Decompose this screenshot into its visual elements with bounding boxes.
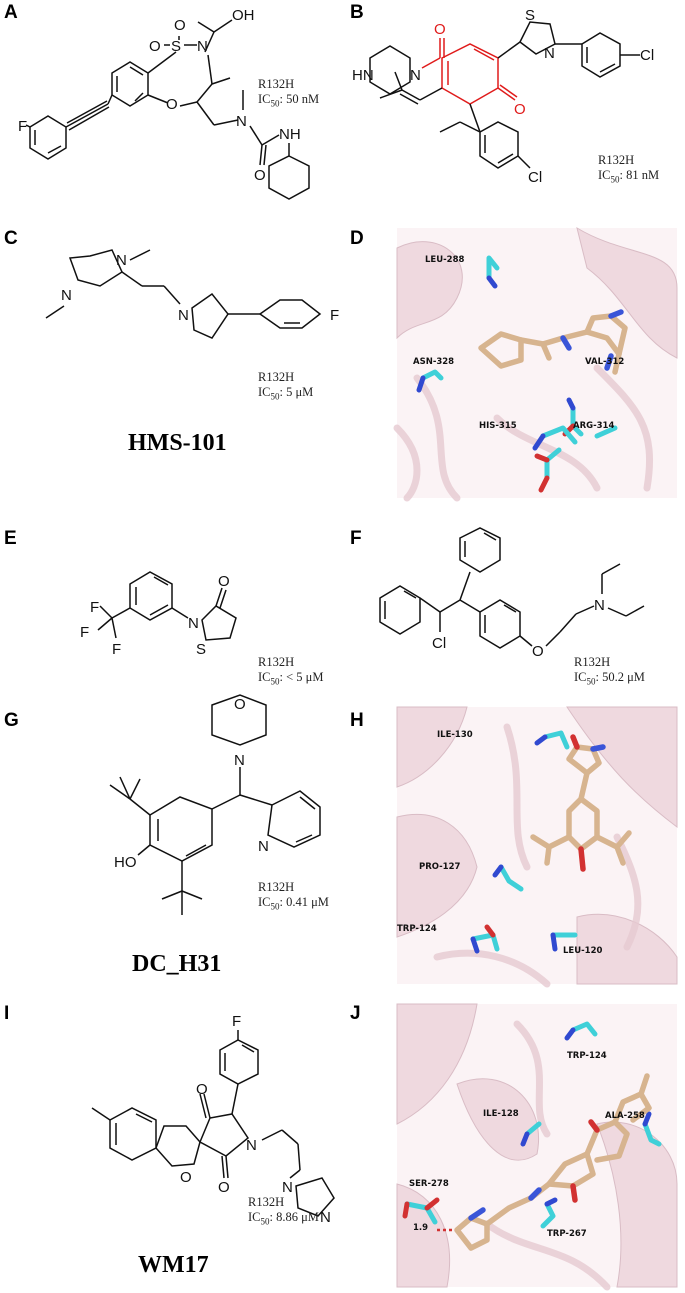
atom-ho: HO: [114, 854, 137, 871]
atom-n: N: [188, 615, 199, 632]
atom-n2: N: [236, 113, 247, 130]
atom-oh: OH: [232, 7, 255, 24]
atom-n2: N: [258, 838, 269, 855]
atom-n1: N: [197, 38, 208, 55]
atom-hn: HN: [352, 67, 374, 84]
ic50-note-g: R132H IC50: 0.41 μM: [258, 880, 329, 912]
atom-f3: F: [112, 641, 121, 658]
residue-label: LEU-288: [425, 255, 464, 265]
ic50-note-i: R132H IC50: 8.86 μM: [248, 1195, 319, 1227]
docking-view-h: ILE-130 PRO-127 TRP-124 LEU-120: [396, 706, 678, 988]
panel-label-i: I: [4, 1003, 10, 1024]
atom-cl: Cl: [432, 635, 446, 652]
structure-f: Cl O N: [379, 527, 645, 660]
atom-o: O: [218, 573, 230, 590]
panel-label-g: G: [4, 710, 19, 731]
atom-o2: O: [180, 1169, 192, 1186]
atom-n: N: [594, 597, 605, 614]
atom-s: S: [196, 641, 206, 658]
hbond-distance: 1.9: [413, 1223, 428, 1233]
atom-n-pip: N: [410, 67, 421, 84]
panel-label-b: B: [350, 2, 364, 23]
atom-o1: O: [196, 1081, 208, 1098]
residue-label: TRP-124: [567, 1051, 607, 1061]
atom-cl1: Cl: [640, 47, 654, 64]
atom-f: F: [232, 1013, 241, 1030]
structure-c: N N N F: [45, 249, 339, 339]
panel-label-c: C: [4, 228, 18, 249]
atom-f2: F: [80, 624, 89, 641]
structure-i: F O O N N N O: [91, 1013, 335, 1226]
atom-f1: F: [90, 599, 99, 616]
ic50-note-f: R132H IC50: 50.2 μM: [574, 655, 645, 687]
atom-nh: NH: [279, 126, 301, 143]
atom-f: F: [330, 307, 339, 324]
atom-o: O: [234, 696, 246, 713]
atom-o3: O: [218, 1179, 230, 1196]
atom-o1: O: [149, 38, 161, 55]
residue-label: ILE-128: [483, 1109, 519, 1119]
residue-label: ASN-328: [413, 357, 454, 367]
atom-n-thz: N: [544, 45, 555, 62]
atom-cl2: Cl: [528, 169, 542, 186]
panel-label-a: A: [4, 2, 18, 23]
compound-name-wm17: WM17: [138, 1252, 209, 1278]
docking-view-d: LEU-288 ASN-328 VAL-312 HIS-315 ARG-314: [393, 226, 678, 502]
structure-b: HN N O O S N Cl Cl: [352, 7, 654, 186]
docking-view-j: TRP-124 ILE-128 ALA-258 SER-278 TRP-267 …: [396, 1003, 678, 1291]
atom-n2: N: [282, 1179, 293, 1196]
atom-n1: N: [246, 1137, 257, 1154]
atom-n3: N: [178, 307, 189, 324]
structure-e: F F F N O S: [80, 571, 237, 658]
atom-o3: O: [166, 96, 178, 113]
panel-label-d: D: [350, 228, 364, 249]
atom-o2: O: [174, 17, 186, 34]
panel-label-h: H: [350, 710, 364, 731]
residue-label: LEU-120: [563, 946, 602, 956]
atom-n1: N: [234, 752, 245, 769]
atom-n3: N: [320, 1209, 331, 1226]
ic50-note-e: R132H IC50: < 5 μM: [258, 655, 324, 687]
panel-label-e: E: [4, 528, 17, 549]
residue-label: SER-278: [409, 1179, 449, 1189]
residue-label: ILE-130: [437, 730, 473, 740]
residue-label: VAL-312: [585, 357, 624, 367]
atom-s: S: [171, 38, 181, 55]
residue-label: PRO-127: [419, 862, 461, 872]
atom-s-thz: S: [525, 7, 535, 24]
structure-g: O N HO N: [109, 694, 321, 915]
residue-label: TRP-124: [397, 924, 437, 934]
residue-label: HIS-315: [479, 421, 517, 431]
atom-n2: N: [61, 287, 72, 304]
atom-o4: O: [254, 167, 266, 184]
residue-label: TRP-267: [547, 1229, 587, 1239]
compound-name-dc-h31: DC_H31: [132, 951, 222, 977]
compound-name-hms-101: HMS-101: [128, 430, 227, 456]
residue-label: ALA-258: [605, 1111, 645, 1121]
panel-label-f: F: [350, 528, 362, 549]
ic50-note-b: R132H IC50: 81 nM: [598, 153, 660, 185]
ic50-note-a: R132H IC50: 50 nM: [258, 77, 320, 109]
atom-f: F: [18, 118, 27, 135]
structure-a: F S O O N O OH N O NH: [18, 7, 310, 200]
atom-o-ketone: O: [514, 101, 526, 118]
atom-o-amide: O: [434, 21, 446, 38]
atom-n1: N: [116, 252, 127, 269]
residue-label: ARG-314: [573, 421, 614, 431]
ic50-note-c: R132H IC50: 5 μM: [258, 370, 314, 402]
panel-label-j: J: [350, 1003, 361, 1024]
atom-o: O: [532, 643, 544, 660]
